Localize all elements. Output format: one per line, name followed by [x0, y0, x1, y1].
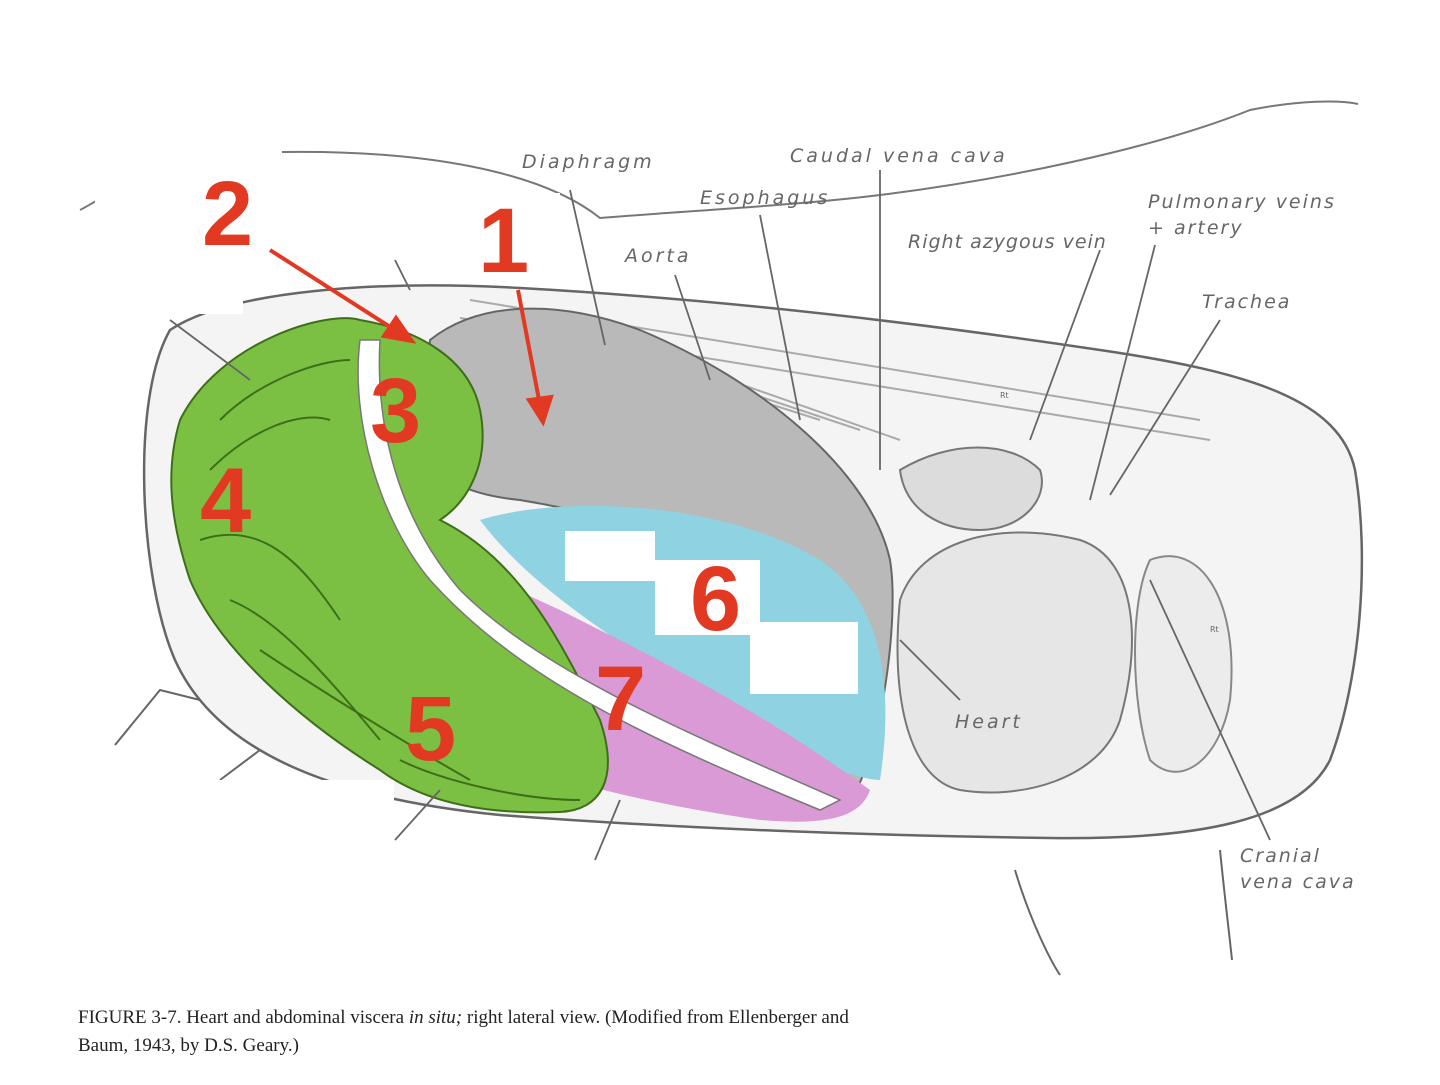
- blank-box-1: [95, 143, 277, 208]
- label-esophagus: Esophagus: [700, 187, 830, 209]
- label-heart: Heart: [955, 711, 1023, 733]
- marker-6: 6: [690, 548, 741, 650]
- vessels-cluster: [898, 446, 1043, 532]
- blank-box-9: [470, 862, 778, 936]
- intestine-folds: [199, 359, 581, 801]
- blank-label-boxes: [58, 143, 858, 936]
- red-arrows: [268, 248, 554, 427]
- heart-shape: [896, 531, 1133, 794]
- white-band: [357, 339, 842, 811]
- label-pulmonary-artery: + artery: [1148, 217, 1244, 239]
- back-contour: [281, 100, 1359, 220]
- label-diaphragm: Diaphragm: [522, 151, 655, 173]
- label-trachea: Trachea: [1202, 291, 1291, 313]
- marker-3: 3: [370, 360, 421, 462]
- marker-5: 5: [405, 678, 456, 780]
- label-aorta: Aorta: [623, 245, 692, 267]
- leader-lines: [169, 170, 1271, 861]
- label-vena-cava: vena cava: [1240, 871, 1356, 893]
- label-cranial: Cranial: [1240, 845, 1321, 867]
- cranial-region: [1134, 555, 1233, 773]
- diaphragm-shape: [423, 307, 894, 803]
- blank-box-7: [750, 622, 858, 694]
- figure-caption: FIGURE 3-7. Heart and abdominal viscera …: [78, 1004, 878, 1060]
- marker-1: 1: [478, 190, 529, 292]
- blank-box-8: [176, 780, 394, 904]
- caption-italic: in situ;: [408, 1007, 463, 1028]
- marker-4: 4: [200, 450, 251, 552]
- marker-2: 2: [202, 163, 253, 265]
- marker-7: 7: [595, 648, 646, 750]
- caption-prefix: FIGURE 3-7. Heart and abdominal viscera: [78, 1007, 409, 1028]
- blank-box-3: [478, 193, 560, 258]
- blank-box-2: [293, 176, 478, 241]
- label-rt-1: Rt: [1000, 391, 1009, 400]
- caption-suffix: right lateral view. (Modified from Ellen…: [78, 1007, 849, 1056]
- blank-box-5: [565, 531, 655, 581]
- blank-box-6: [655, 560, 760, 635]
- label-pulmonary-veins: Pulmonary veins: [1148, 191, 1336, 213]
- label-caudal-vena-cava: Caudal vena cava: [790, 145, 1008, 167]
- label-rt-2: Rt: [1210, 625, 1219, 634]
- blank-box-4: [58, 249, 243, 314]
- label-right-azygous-vein: Right azygous vein: [908, 231, 1107, 253]
- leg-outlines: [114, 688, 1233, 976]
